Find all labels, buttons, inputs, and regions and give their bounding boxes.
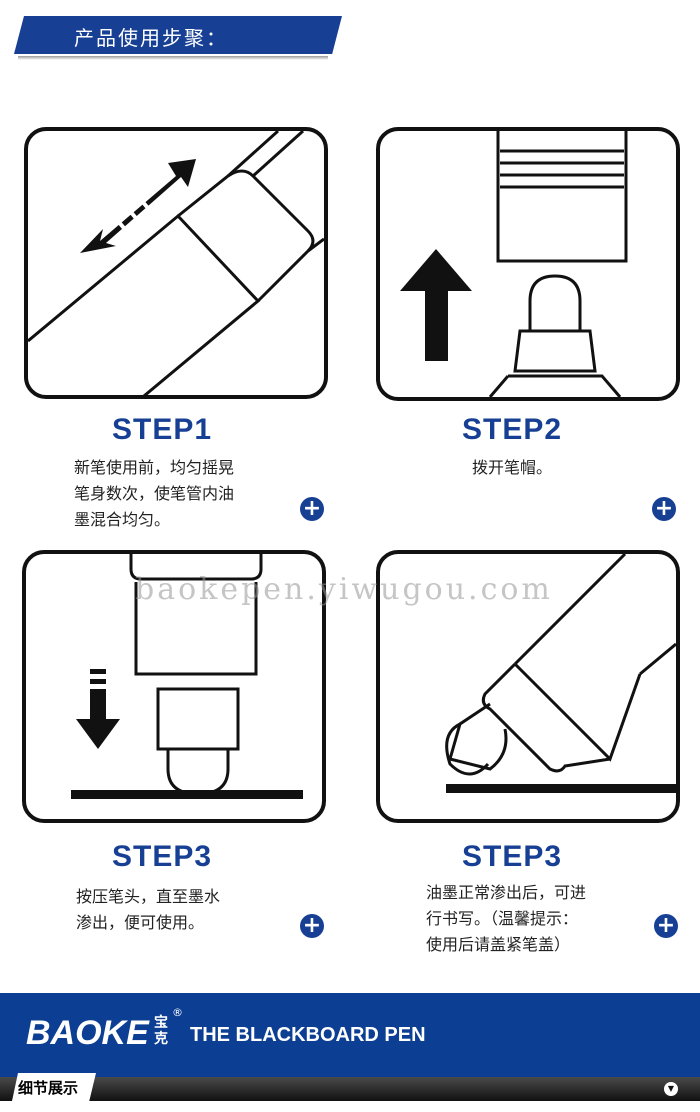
writing-pen-icon bbox=[445, 554, 676, 793]
desc-line: 渗出，便可使用。 bbox=[76, 913, 205, 932]
desc-line: 行书写。（温馨提示： bbox=[426, 909, 579, 928]
section-title: 产品使用步聚： bbox=[74, 26, 228, 50]
step2-description: 拨开笔帽。 bbox=[472, 455, 552, 481]
step2-illustration bbox=[376, 127, 680, 401]
step1-description: 新笔使用前，均匀摇晃 笔身数次，使笔管内油 墨混合均匀。 bbox=[74, 455, 234, 533]
desc-line: 油墨正常渗出后，可进 bbox=[426, 883, 587, 902]
registered-mark: ® bbox=[172, 1006, 183, 1019]
desc-line: 拨开笔帽。 bbox=[472, 458, 553, 477]
step4-description: 油墨正常渗出后，可进 行书写。（温馨提示： 使用后请盖紧笔盖） bbox=[426, 880, 586, 958]
expand-plus-icon[interactable]: + bbox=[654, 914, 678, 938]
brand-logo: BAOKE bbox=[26, 1014, 149, 1052]
chevron-down-icon[interactable]: ▼ bbox=[664, 1082, 678, 1096]
step3-label: STEP3 bbox=[112, 840, 213, 873]
desc-line: 新笔使用前，均匀摇晃 bbox=[74, 458, 235, 477]
expand-plus-icon[interactable]: + bbox=[300, 914, 324, 938]
press-tip-icon bbox=[71, 554, 303, 799]
desc-line: 墨混合均匀。 bbox=[74, 510, 171, 529]
detail-tab[interactable]: 细节展示 bbox=[12, 1073, 96, 1101]
desc-line: 使用后请盖紧笔盖） bbox=[426, 935, 571, 954]
step3-description: 按压笔头，直至墨水 渗出，便可使用。 bbox=[76, 884, 220, 936]
watermark: baokepen.yiwugou.com bbox=[135, 572, 553, 607]
shake-pen-icon bbox=[28, 131, 324, 395]
expand-plus-icon[interactable]: + bbox=[300, 497, 324, 521]
step1-label: STEP1 bbox=[112, 413, 213, 446]
step2-label: STEP2 bbox=[462, 413, 563, 446]
detail-section-bar: 细节展示 ▼ bbox=[0, 1073, 700, 1101]
brand-logo-cn: 宝克 bbox=[154, 1015, 168, 1047]
step3-illustration bbox=[22, 550, 326, 823]
section-header: 产品使用步聚： bbox=[14, 16, 342, 54]
step1-illustration bbox=[24, 127, 328, 399]
step4-illustration bbox=[376, 550, 680, 823]
desc-line: 笔身数次，使笔管内油 bbox=[74, 484, 235, 503]
brand-tagline: THE BLACKBOARD PEN bbox=[190, 1024, 426, 1046]
header-shadow bbox=[18, 56, 328, 60]
expand-plus-icon[interactable]: + bbox=[652, 497, 676, 521]
step4-label: STEP3 bbox=[462, 840, 563, 873]
desc-line: 按压笔头，直至墨水 bbox=[76, 887, 221, 906]
remove-cap-icon bbox=[400, 131, 628, 397]
brand-banner: BAOKE 宝克 ® THE BLACKBOARD PEN bbox=[0, 993, 700, 1077]
